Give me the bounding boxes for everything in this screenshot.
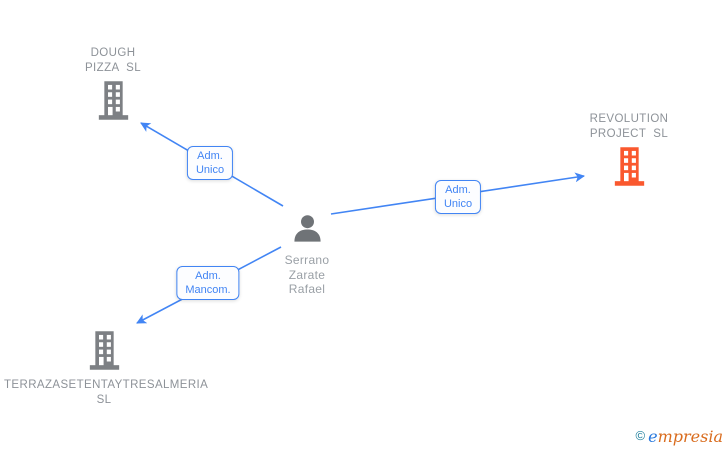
- company-node-dough-pizza[interactable]: DOUGH PIZZA SL: [33, 46, 193, 125]
- building-icon: [97, 81, 130, 120]
- edge-role-label-adm-unico-revolution: Adm. Unico: [434, 180, 482, 214]
- company-name-label: TERRAZASETENTAYTRESALMERIA SL: [4, 379, 209, 406]
- building-icon: [613, 147, 646, 186]
- copyright-icon: ©: [635, 428, 646, 443]
- company-name-label: DOUGH PIZZA SL: [84, 47, 141, 74]
- edge-role-label-adm-unico-dough: Adm. Unico: [186, 146, 234, 180]
- empresia-watermark: ©empresia: [636, 427, 723, 447]
- company-node-terrazasetentaytresalmeria[interactable]: TERRAZASETENTAYTRESALMERIA SL: [4, 331, 209, 408]
- brand-logo-text: mpresia: [657, 427, 723, 446]
- company-name-label: REVOLUTION PROJECT SL: [589, 113, 669, 140]
- building-icon: [88, 331, 121, 370]
- person-icon: [292, 214, 323, 242]
- person-name-label: Serrano Zarate Rafael: [284, 253, 330, 296]
- company-node-revolution-project[interactable]: REVOLUTION PROJECT SL: [549, 112, 709, 191]
- brand-logo-initial: e: [648, 427, 658, 446]
- edge-role-label-adm-mancom-terraza: Adm. Mancom.: [176, 266, 240, 300]
- person-node-serrano-zarate-rafael[interactable]: Serrano Zarate Rafael: [237, 214, 377, 297]
